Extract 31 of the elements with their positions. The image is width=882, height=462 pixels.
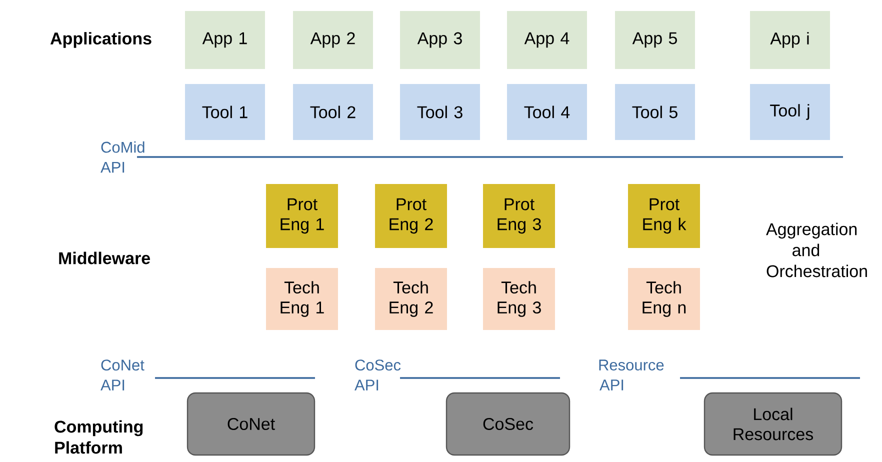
app-box: App 3 xyxy=(400,11,480,69)
technology-engine-box: Tech Eng 2 xyxy=(375,268,447,330)
app-box: App 1 xyxy=(185,11,265,69)
layer-label: Computing Platform xyxy=(54,420,143,454)
technology-engine-box: Tech Eng 3 xyxy=(483,268,555,330)
app-box: App 4 xyxy=(507,11,587,69)
api-label: CoNet API xyxy=(100,360,144,390)
platform-box: CoSec xyxy=(446,392,570,456)
tool-box: Tool 1 xyxy=(185,84,265,140)
protocol-engine-box: Prot Eng 1 xyxy=(266,184,338,248)
side-label: Aggregation and Orchestration xyxy=(766,222,867,278)
technology-engine-box: Tech Eng 1 xyxy=(266,268,338,330)
protocol-engine-box: Prot Eng k xyxy=(628,184,700,248)
protocol-engine-box: Prot Eng 2 xyxy=(375,184,447,248)
app-box: App 2 xyxy=(293,11,373,69)
protocol-engine-box: Prot Eng 3 xyxy=(483,184,555,248)
tool-box: Tool 2 xyxy=(293,84,373,140)
platform-box: CoNet xyxy=(186,392,316,456)
api-label: CoSec API xyxy=(354,360,401,390)
tool-box: Tool 3 xyxy=(400,84,480,140)
technology-engine-box: Tech Eng n xyxy=(628,268,700,330)
layer-label: Applications xyxy=(50,32,152,48)
layer-label: Middleware xyxy=(59,252,150,264)
tool-box: Tool 5 xyxy=(615,84,695,140)
app-box: App i xyxy=(750,11,830,69)
api-label: Resource API xyxy=(599,360,664,390)
tool-box: Tool 4 xyxy=(507,84,587,140)
platform-box: Local Resources xyxy=(704,392,842,456)
tool-box: Tool j xyxy=(750,84,830,140)
api-label: CoMid API xyxy=(100,141,144,173)
app-box: App 5 xyxy=(615,11,695,69)
